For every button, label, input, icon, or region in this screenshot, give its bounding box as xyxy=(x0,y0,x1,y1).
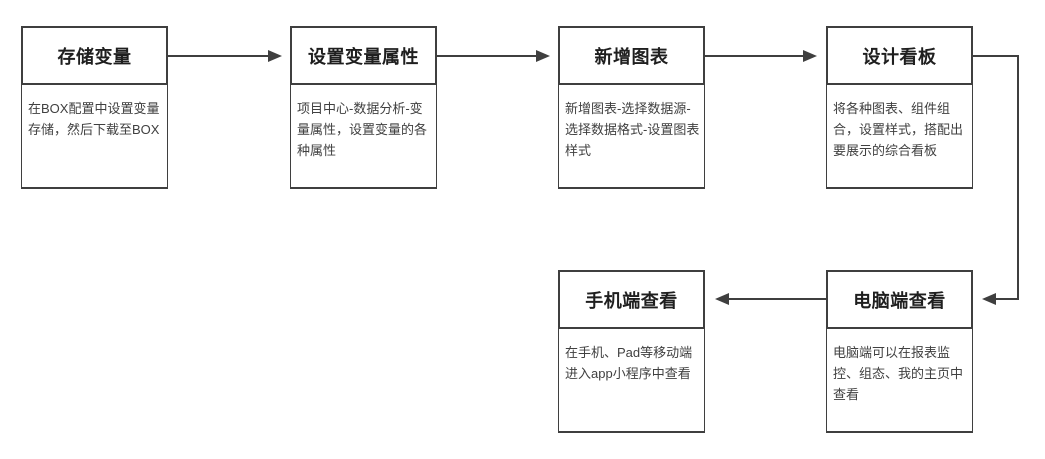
node-set-variable-properties-title: 设置变量属性 xyxy=(290,26,437,85)
node-pc-view-title: 电脑端查看 xyxy=(826,270,973,329)
node-design-dashboard: 设计看板 将各种图表、组件组合，设置样式，搭配出要展示的综合看板 xyxy=(826,26,973,189)
edge-dashboard-to-pc-segment-top xyxy=(973,55,1019,57)
node-store-variables-description: 在BOX配置中设置变量存储，然后下载至BOX xyxy=(21,85,168,189)
node-mobile-view-title: 手机端查看 xyxy=(558,270,705,329)
node-mobile-view: 手机端查看 在手机、Pad等移动端进入app小程序中查看 xyxy=(558,270,705,433)
node-design-dashboard-title: 设计看板 xyxy=(826,26,973,85)
node-add-chart: 新增图表 新增图表-选择数据源-选择数据格式-设置图表样式 xyxy=(558,26,705,189)
node-set-variable-properties: 设置变量属性 项目中心-数据分析-变量属性，设置变量的各种属性 xyxy=(290,26,437,189)
edge-set-to-addchart-line xyxy=(437,55,536,57)
node-add-chart-description: 新增图表-选择数据源-选择数据格式-设置图表样式 xyxy=(558,85,705,189)
edge-pc-to-mobile-line xyxy=(729,298,826,300)
edge-dashboard-to-pc-segment-vertical xyxy=(1017,55,1019,300)
edge-addchart-to-dashboard-arrowhead-icon xyxy=(803,50,817,62)
node-mobile-view-description: 在手机、Pad等移动端进入app小程序中查看 xyxy=(558,329,705,433)
edge-dashboard-to-pc-segment-bottom xyxy=(996,298,1019,300)
node-pc-view: 电脑端查看 电脑端可以在报表监控、组态、我的主页中查看 xyxy=(826,270,973,433)
node-store-variables-title: 存储变量 xyxy=(21,26,168,85)
edge-dashboard-to-pc-arrowhead-icon xyxy=(982,293,996,305)
edge-pc-to-mobile-arrowhead-icon xyxy=(715,293,729,305)
edge-set-to-addchart-arrowhead-icon xyxy=(536,50,550,62)
node-set-variable-properties-description: 项目中心-数据分析-变量属性，设置变量的各种属性 xyxy=(290,85,437,189)
node-store-variables: 存储变量 在BOX配置中设置变量存储，然后下载至BOX xyxy=(21,26,168,189)
edge-store-to-set-line xyxy=(168,55,268,57)
edge-addchart-to-dashboard-line xyxy=(704,55,803,57)
node-design-dashboard-description: 将各种图表、组件组合，设置样式，搭配出要展示的综合看板 xyxy=(826,85,973,189)
node-add-chart-title: 新增图表 xyxy=(558,26,705,85)
node-pc-view-description: 电脑端可以在报表监控、组态、我的主页中查看 xyxy=(826,329,973,433)
edge-store-to-set-arrowhead-icon xyxy=(268,50,282,62)
